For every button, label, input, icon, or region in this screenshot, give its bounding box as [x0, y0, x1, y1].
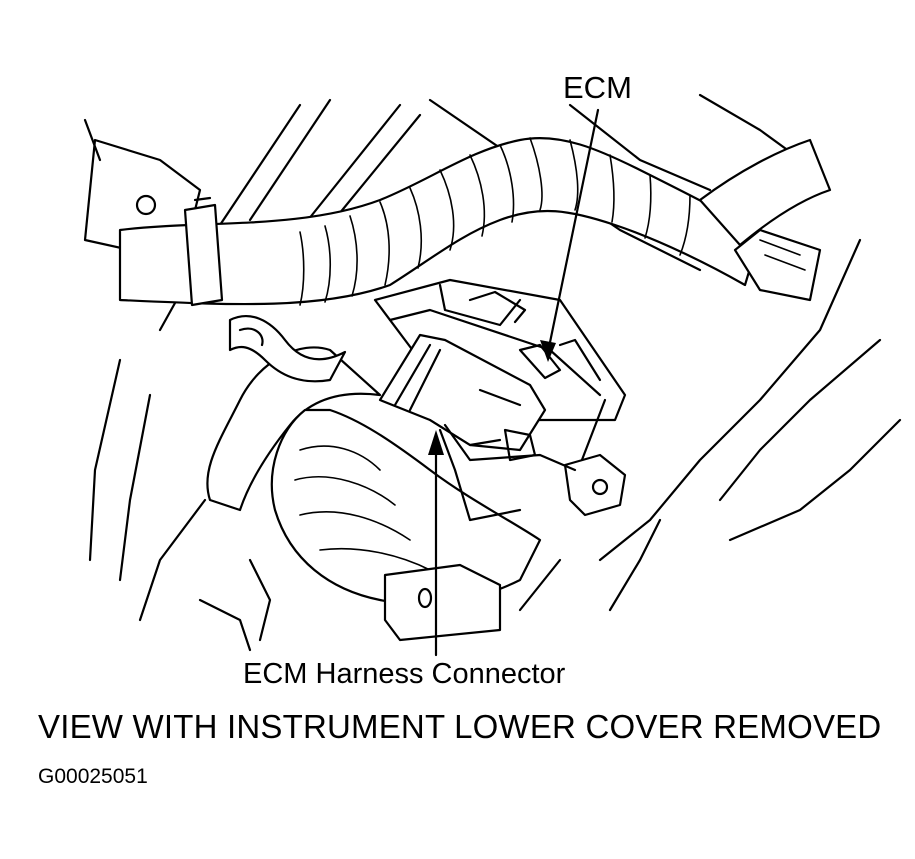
- lower-bracket: [198, 558, 502, 652]
- harness-connector: [378, 333, 547, 462]
- lower-wire-bundle: [206, 315, 577, 605]
- ecm-label: ECM: [563, 70, 632, 105]
- harness-connector-label: ECM Harness Connector: [243, 658, 566, 690]
- harness-connector-leader: [428, 430, 444, 657]
- harness-clamp: [183, 203, 224, 307]
- ecm-arrowhead: [540, 340, 556, 362]
- ecm-mounting-hole: [591, 478, 609, 496]
- wire-harness: [118, 136, 762, 307]
- dashboard-structure: [88, 93, 902, 622]
- bracket-slot: [417, 587, 433, 609]
- figure-caption: VIEW WITH INSTRUMENT LOWER COVER REMOVED: [38, 708, 882, 745]
- line-drawing: [83, 93, 902, 657]
- figure-id: G00025051: [38, 765, 148, 788]
- ecm-unit: [373, 278, 627, 517]
- right-harness-branch: [698, 138, 832, 302]
- ecm-mounting-tab: [563, 453, 627, 517]
- ecm-leader: [540, 108, 600, 362]
- harness-connector-arrowhead: [428, 430, 444, 455]
- bolt-hole: [135, 194, 157, 216]
